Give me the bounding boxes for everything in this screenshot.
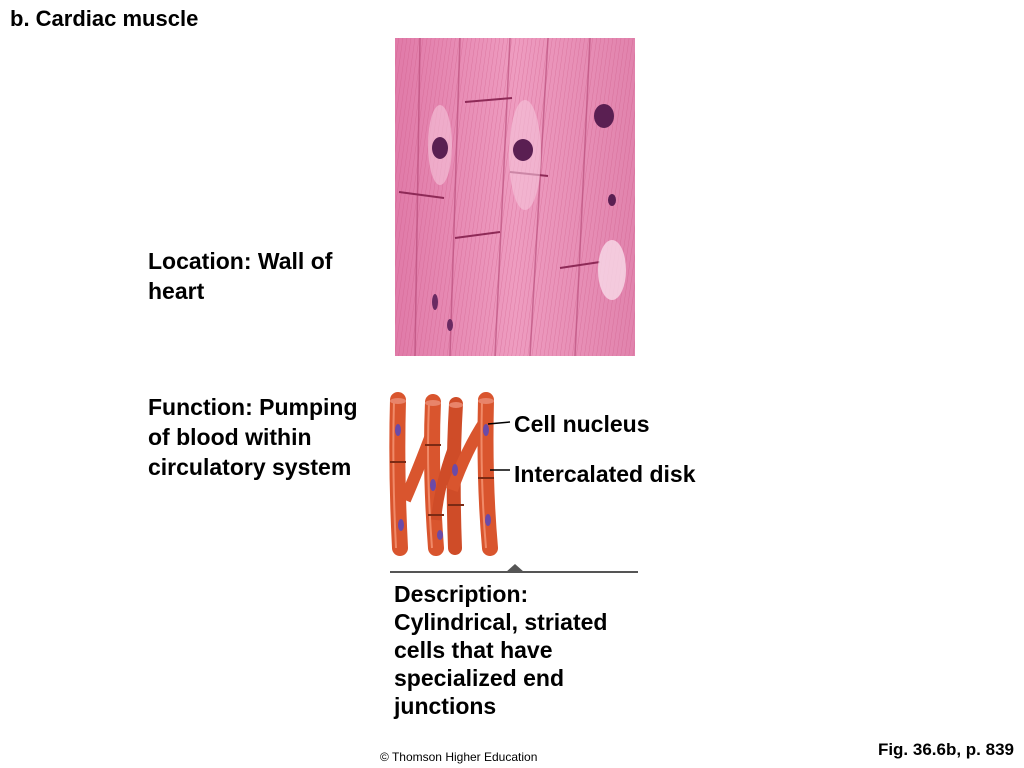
description-text: Description: Cylindrical, striated cells… [394,580,654,720]
page-title: b. Cardiac muscle [10,6,199,31]
description-line-1: Description: [394,581,529,607]
description-line-3: cells that have [394,637,553,663]
cell-nucleus-label: Cell nucleus [514,411,650,437]
function-line-2: of blood within [148,424,312,450]
location-line-1: Location: Wall of [148,248,333,274]
figure-reference: Fig. 36.6b, p. 839 [877,740,1014,759]
cardiac-fiber-illustration [389,392,498,556]
description-line-5: junctions [394,693,497,719]
cell-nucleus-leader [487,421,511,425]
intercalated-disk-label: Intercalated disk [514,461,696,487]
function-line-3: circulatory system [148,454,352,480]
copyright-notice: © Thomson Higher Education [380,750,538,764]
micrograph-tissue [395,37,635,357]
location-text: Location: Wall of heart [148,246,378,306]
divider-pointer [506,564,524,572]
function-text: Function: Pumping of blood within circul… [148,392,388,482]
description-line-2: Cylindrical, striated [394,609,608,635]
description-line-4: specialized end [394,665,565,691]
function-line-1: Function: Pumping [148,394,358,420]
location-line-2: heart [148,278,205,304]
